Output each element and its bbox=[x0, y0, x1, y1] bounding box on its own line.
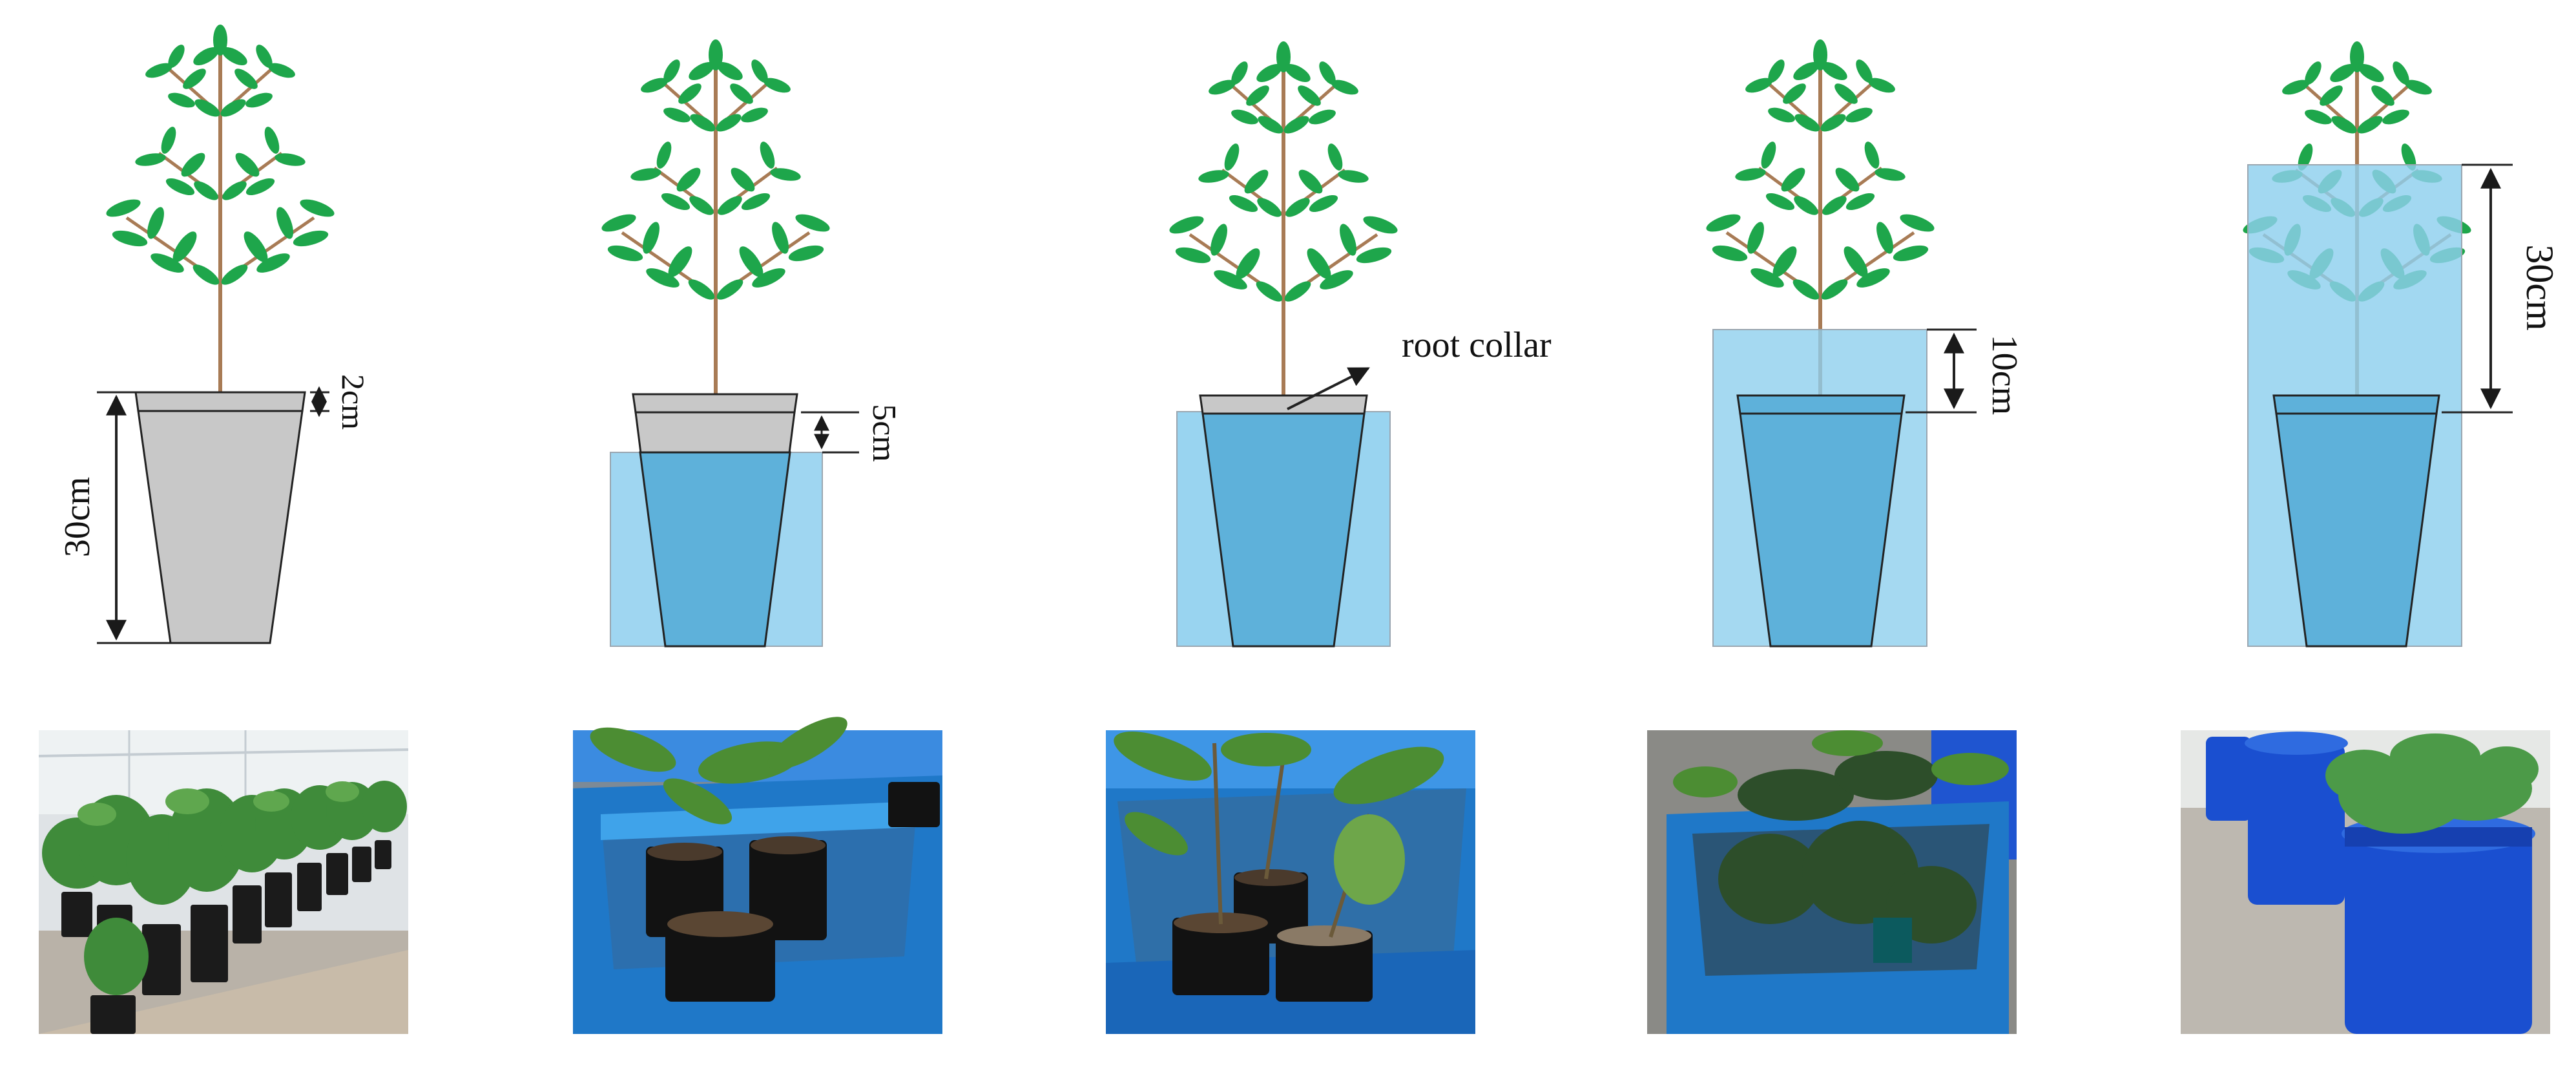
panel-waterlogging-root-collar: root collar bbox=[1167, 41, 1552, 648]
photo-pots-in-water-box-1 bbox=[573, 717, 942, 1034]
pot-body bbox=[137, 410, 304, 644]
photo-submerged-in-barrels bbox=[2181, 730, 2550, 1034]
rim-label: 2cm bbox=[335, 374, 371, 430]
pot-body bbox=[2275, 412, 2438, 648]
photo-pots-in-water-box-3 bbox=[1647, 730, 2017, 1034]
panel-waterlogging-5cm: 5cm bbox=[599, 39, 902, 648]
panel-submergence-30cm: 30cm bbox=[2241, 41, 2561, 648]
pot-rim bbox=[1736, 394, 1906, 415]
above-collar-label: 30cm bbox=[2519, 244, 2561, 330]
root-collar-label: root collar bbox=[1402, 325, 1552, 365]
root-collar-pointer bbox=[1287, 367, 1370, 410]
pot-rim bbox=[632, 393, 798, 414]
panel-submergence-10cm: 10cm bbox=[1704, 39, 2024, 648]
plant-illustration bbox=[104, 25, 336, 392]
pot-rim bbox=[2272, 394, 2440, 415]
pot-body bbox=[1739, 412, 1903, 648]
photo-greenhouse-seedlings bbox=[38, 730, 409, 1034]
plant-illustration bbox=[1167, 41, 1399, 409]
pot-rim bbox=[134, 391, 306, 412]
pot-body bbox=[1201, 412, 1366, 648]
plant-illustration bbox=[599, 39, 831, 407]
photo-pots-in-water-box-2 bbox=[1106, 730, 1475, 1034]
pot-height-label: 30cm bbox=[57, 477, 98, 557]
panel-control: 2cm 30cm bbox=[57, 25, 371, 644]
below-rim-label: 5cm bbox=[866, 404, 902, 462]
above-collar-label: 10cm bbox=[1984, 335, 2024, 415]
pot-rim bbox=[1199, 394, 1368, 415]
